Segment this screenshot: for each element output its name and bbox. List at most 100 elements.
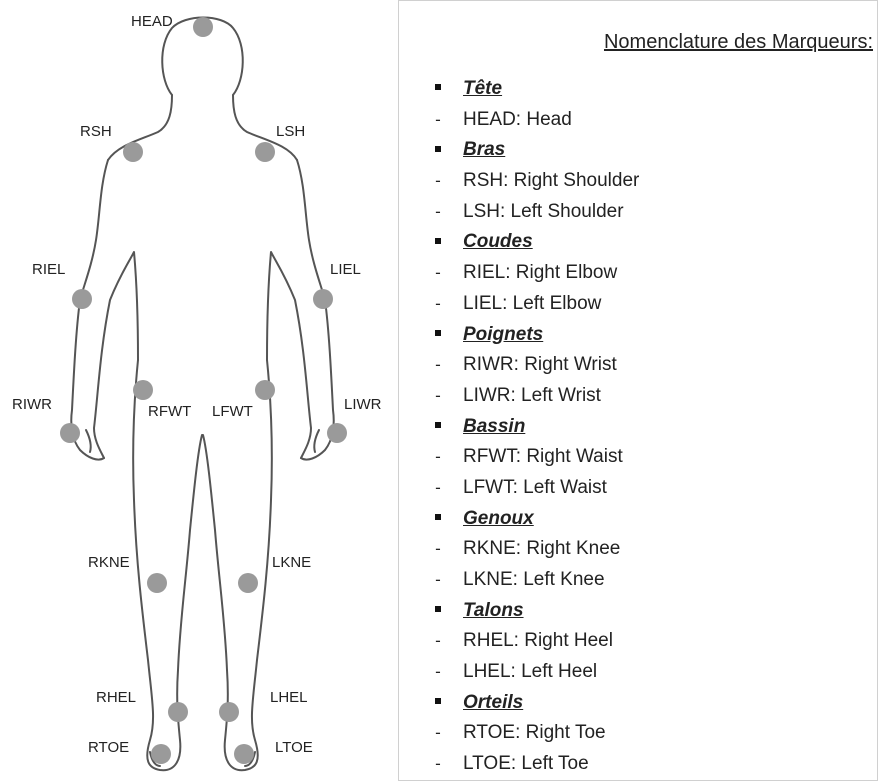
- dash-bullet-icon: -: [431, 626, 445, 657]
- legend-entry-text: RIWR: Right Wrist: [463, 354, 617, 375]
- legend-item: -LSH: Left Shoulder: [429, 197, 639, 228]
- marker-dot-lsh: [255, 142, 275, 162]
- legend-item: -RTOE: Right Toe: [429, 718, 639, 749]
- marker-dot-lfwt: [255, 380, 275, 400]
- dash-bullet-icon: -: [431, 473, 445, 504]
- legend-item: -LIEL: Left Elbow: [429, 289, 639, 320]
- legend-entry-text: Bassin: [463, 416, 525, 437]
- legend-category: Talons: [429, 596, 639, 627]
- square-bullet-icon: [431, 135, 445, 166]
- legend-item: -RIEL: Right Elbow: [429, 258, 639, 289]
- legend-entry-text: HEAD: Head: [463, 109, 572, 130]
- marker-label-head: HEAD: [131, 14, 173, 30]
- body-outline: [0, 0, 395, 783]
- marker-label-liwr: LIWR: [344, 397, 382, 413]
- dash-bullet-icon: -: [431, 105, 445, 136]
- legend-category: Bras: [429, 135, 639, 166]
- marker-dot-liwr: [327, 423, 347, 443]
- marker-dot-liel: [313, 289, 333, 309]
- legend-item: -LKNE: Left Knee: [429, 565, 639, 596]
- marker-label-rfwt: RFWT: [148, 404, 191, 420]
- dash-bullet-icon: -: [431, 350, 445, 381]
- legend-entry-text: Coudes: [463, 231, 533, 252]
- square-bullet-icon: [431, 504, 445, 535]
- marker-dot-rhel: [168, 702, 188, 722]
- body-marker-figure: HEAD RSH LSH RIEL LIEL RIWR LIWR RFWT LF…: [0, 0, 395, 783]
- legend-entry-text: LSH: Left Shoulder: [463, 201, 624, 222]
- dash-bullet-icon: -: [431, 565, 445, 596]
- marker-label-rtoe: RTOE: [88, 740, 129, 756]
- legend-entry-text: Orteils: [463, 692, 523, 713]
- marker-label-riel: RIEL: [32, 262, 65, 278]
- legend-entry-text: Genoux: [463, 508, 534, 529]
- square-bullet-icon: [431, 412, 445, 443]
- marker-dot-ltoe: [234, 744, 254, 764]
- dash-bullet-icon: -: [431, 534, 445, 565]
- marker-label-lfwt: LFWT: [212, 404, 253, 420]
- legend-item: -RHEL: Right Heel: [429, 626, 639, 657]
- legend-item: -RFWT: Right Waist: [429, 442, 639, 473]
- legend-category: Coudes: [429, 227, 639, 258]
- legend-entry-text: LKNE: Left Knee: [463, 569, 605, 590]
- dash-bullet-icon: -: [431, 381, 445, 412]
- legend-category: Genoux: [429, 504, 639, 535]
- legend-item: -LTOE: Left Toe: [429, 749, 639, 780]
- legend-item: -HEAD: Head: [429, 105, 639, 136]
- legend-entry-text: LIWR: Left Wrist: [463, 385, 601, 406]
- marker-dot-riel: [72, 289, 92, 309]
- marker-label-rsh: RSH: [80, 124, 112, 140]
- legend-entry-text: Poignets: [463, 324, 543, 345]
- legend-category: Bassin: [429, 412, 639, 443]
- legend-item: -LHEL: Left Heel: [429, 657, 639, 688]
- square-bullet-icon: [431, 596, 445, 627]
- legend-entry-text: Bras: [463, 139, 505, 160]
- dash-bullet-icon: -: [431, 749, 445, 780]
- legend-category: Poignets: [429, 320, 639, 351]
- marker-dot-rsh: [123, 142, 143, 162]
- legend-entry-text: Tête: [463, 78, 502, 99]
- legend-category: Tête: [429, 74, 639, 105]
- square-bullet-icon: [431, 74, 445, 105]
- legend-entry-text: RFWT: Right Waist: [463, 446, 623, 467]
- marker-label-ltoe: LTOE: [275, 740, 313, 756]
- legend-entry-text: LIEL: Left Elbow: [463, 293, 601, 314]
- dash-bullet-icon: -: [431, 718, 445, 749]
- legend-entry-text: RSH: Right Shoulder: [463, 170, 639, 191]
- legend-item: -RKNE: Right Knee: [429, 534, 639, 565]
- dash-bullet-icon: -: [431, 197, 445, 228]
- legend-entry-text: LTOE: Left Toe: [463, 753, 589, 774]
- legend-title: Nomenclature des Marqueurs:: [604, 31, 873, 54]
- marker-dot-riwr: [60, 423, 80, 443]
- square-bullet-icon: [431, 320, 445, 351]
- marker-dot-lhel: [219, 702, 239, 722]
- legend-item: -RSH: Right Shoulder: [429, 166, 639, 197]
- marker-dot-rkne: [147, 573, 167, 593]
- marker-label-lkne: LKNE: [272, 555, 311, 571]
- legend-entry-text: RIEL: Right Elbow: [463, 262, 617, 283]
- dash-bullet-icon: -: [431, 166, 445, 197]
- legend-entry-text: Talons: [463, 600, 524, 621]
- legend-item: -LFWT: Left Waist: [429, 473, 639, 504]
- marker-dot-rtoe: [151, 744, 171, 764]
- marker-label-lsh: LSH: [276, 124, 305, 140]
- dash-bullet-icon: -: [431, 258, 445, 289]
- legend-item: -RIWR: Right Wrist: [429, 350, 639, 381]
- marker-label-riwr: RIWR: [12, 397, 52, 413]
- legend-entry-text: RHEL: Right Heel: [463, 630, 613, 651]
- legend-entry-text: LHEL: Left Heel: [463, 661, 597, 682]
- legend-entry-text: RTOE: Right Toe: [463, 722, 606, 743]
- marker-dot-head: [193, 17, 213, 37]
- dash-bullet-icon: -: [431, 289, 445, 320]
- marker-label-rhel: RHEL: [96, 690, 136, 706]
- marker-label-lhel: LHEL: [270, 690, 308, 706]
- marker-legend-panel: Nomenclature des Marqueurs: Tête-HEAD: H…: [398, 0, 878, 781]
- dash-bullet-icon: -: [431, 657, 445, 688]
- dash-bullet-icon: -: [431, 442, 445, 473]
- legend-entry-text: RKNE: Right Knee: [463, 538, 620, 559]
- square-bullet-icon: [431, 688, 445, 719]
- marker-label-rkne: RKNE: [88, 555, 130, 571]
- legend-category: Orteils: [429, 688, 639, 719]
- marker-dot-rfwt: [133, 380, 153, 400]
- marker-label-liel: LIEL: [330, 262, 361, 278]
